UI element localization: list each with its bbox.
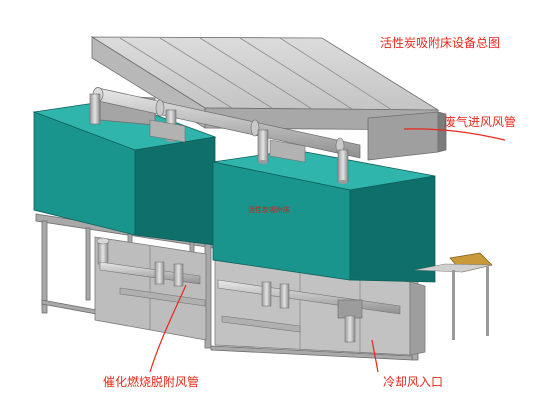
catalytic-desorption-label: 催化燃烧脱附风管: [103, 375, 200, 389]
adsorption-bed-left: [32, 99, 217, 246]
desorption-duct-pipes: [96, 237, 401, 343]
lower-desorption-chamber-left: [94, 236, 207, 341]
leader-lines: [149, 128, 506, 373]
diagram-title: 活性炭吸附床设备总图: [380, 36, 501, 50]
lower-desorption-chamber-right: [214, 255, 426, 356]
desorption-leader-line: [149, 284, 187, 373]
cooling-air-platform: [414, 252, 493, 340]
cooling-inlet-label: 冷却风入口: [383, 375, 444, 389]
adsorption-bed-right: [212, 149, 436, 283]
inlet-leader-line: [403, 128, 506, 141]
adsorption-bed-label: 活性炭吸附床: [248, 206, 290, 214]
waste-gas-inlet-label: 废气进风风管: [444, 115, 517, 129]
inlet-header-pipe: [89, 87, 361, 184]
cooling-leader-line: [371, 339, 379, 373]
